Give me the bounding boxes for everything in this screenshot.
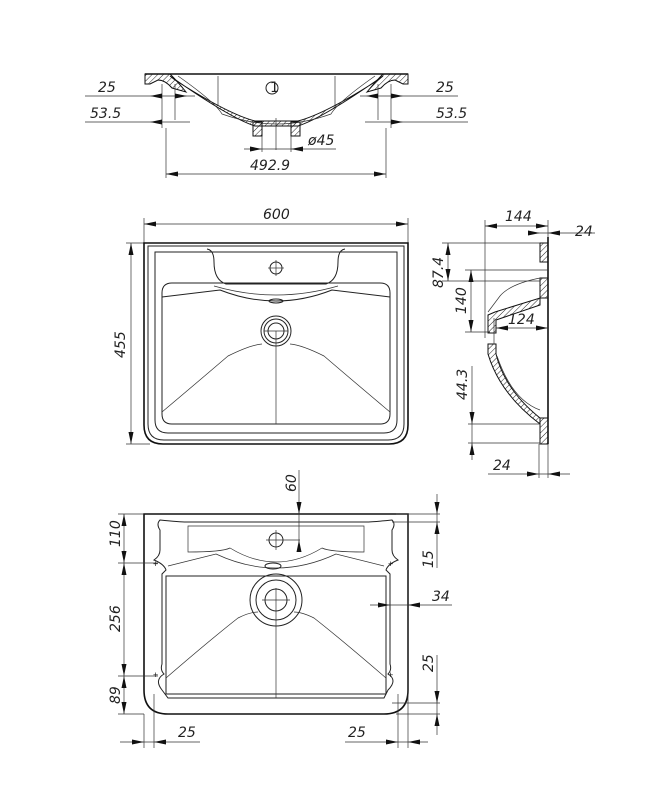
- side-view: 144 24 87.4 140 124 44.3: [431, 209, 595, 478]
- dim-drain-diameter: ø45: [307, 133, 334, 149]
- mount-mark-tl: +: [153, 559, 158, 569]
- section-view: 1 25 53.5 25 53.5 ø45 492.9: [85, 73, 468, 178]
- dim-total-depth: 144: [505, 209, 532, 225]
- mounting-view: + + + + 60 110 256 89 15 34: [108, 470, 452, 748]
- dim-inner-depth: 124: [508, 312, 535, 328]
- dim-right-bottom: 25: [421, 654, 437, 672]
- dim-top-offset: 110: [108, 520, 124, 547]
- dim-wall-bottom: 24: [493, 458, 511, 474]
- section-marker-label: 1: [270, 80, 279, 96]
- dim-bottom-offset: 89: [108, 686, 124, 704]
- dim-overall-depth: 455: [113, 331, 129, 358]
- dim-tap-hole-offset: 60: [284, 474, 300, 492]
- dim-overall-width: 600: [263, 207, 290, 223]
- dim-bottom-left: 25: [178, 725, 196, 741]
- dim-wall-top: 24: [575, 224, 593, 240]
- dim-upper-offset: 87.4: [431, 257, 447, 288]
- dim-mount-spacing: 256: [108, 605, 124, 632]
- dim-overflow-height: 140: [454, 287, 470, 314]
- mount-mark-bl: +: [153, 670, 158, 680]
- dim-right-side: 34: [432, 589, 450, 605]
- dim-right-top: 15: [421, 550, 437, 568]
- mount-mark-tr: +: [388, 559, 393, 569]
- dim-rim-right-bottom: 53.5: [436, 106, 467, 122]
- dim-rim-right-top: 25: [436, 80, 454, 96]
- dim-rim-left-bottom: 53.5: [90, 106, 121, 122]
- dim-lower-offset: 44.3: [455, 369, 471, 400]
- top-view: 600 455: [113, 207, 409, 445]
- mount-mark-br: +: [388, 670, 393, 680]
- dim-bowl-width: 492.9: [250, 158, 290, 174]
- dim-bottom-right: 25: [348, 725, 366, 741]
- dim-rim-left-top: 25: [98, 80, 116, 96]
- section-marker-circle: [265, 81, 279, 95]
